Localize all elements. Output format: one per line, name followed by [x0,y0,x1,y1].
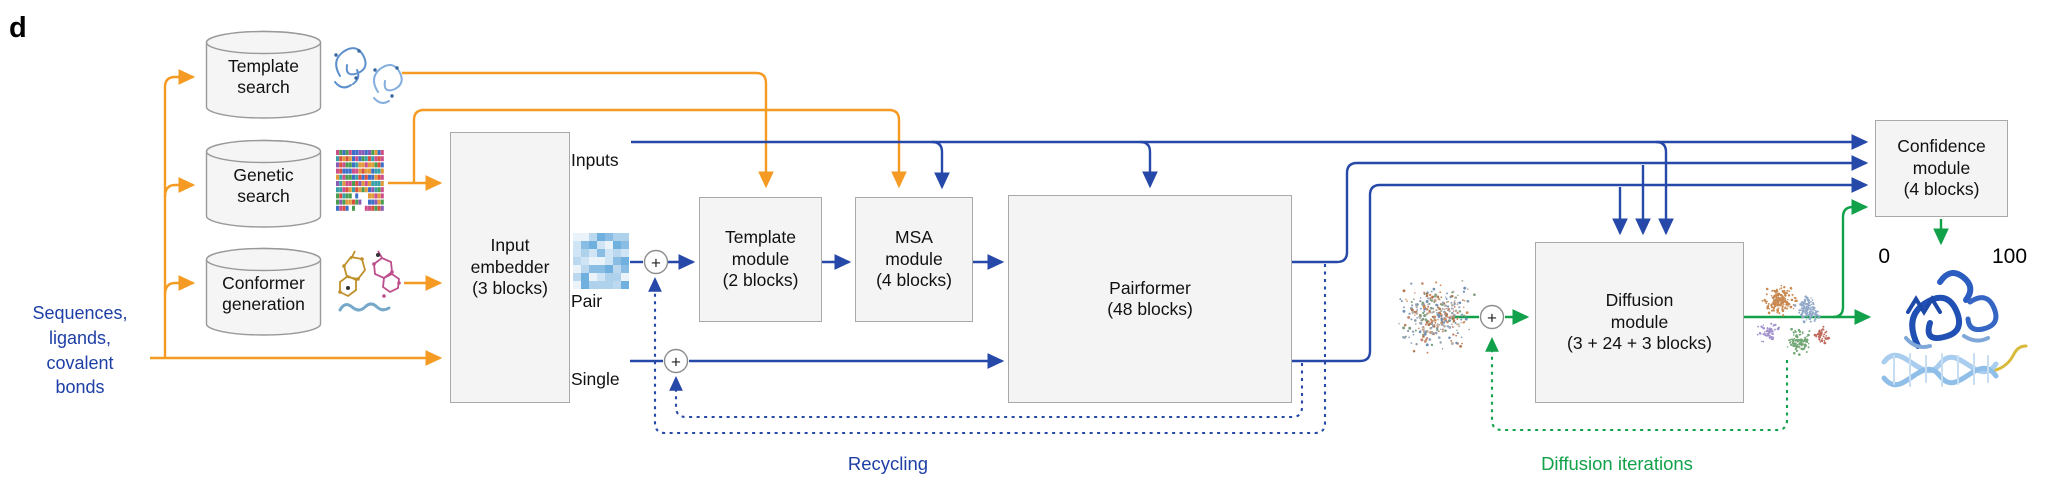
input-sources-label: Sequences, ligands, covalent bonds [32,303,128,398]
arrow-inputs-to-diffusion [1655,140,1674,236]
noisy-coordinates-image [1398,279,1476,354]
confidence-module: Confidence module (4 blocks) [1875,120,2008,217]
conformer-generation-label: Conformer generation [222,273,305,314]
pairformer-module: Pairformer (48 blocks) [1008,195,1292,403]
orange-flow-arrows [150,69,907,366]
arrow-inputs-to-msa-module [931,140,950,190]
arrow-trunk-to-genetic-search [163,177,196,198]
arrow-trunk-to-conformer-generation [163,275,196,296]
arrow-inputs-to-pairformer [1139,140,1158,189]
add-icon: + [643,249,669,275]
merge-icons: + + + [643,249,1505,374]
conformer-molecules-image [338,250,401,312]
add-icon: + [1479,304,1505,330]
blue-flow-arrows [630,134,1869,369]
single-representation-bar [573,355,630,367]
svg-text:+: + [651,254,661,273]
arrow-trunk-to-template-search [163,69,196,358]
conformer-generation-db: Conformer generation [205,247,322,337]
arrow-structure-to-confidence [1832,199,1869,319]
diffusion-module: Diffusion module (3 + 24 + 3 blocks) [1535,242,1744,403]
pair-label: Pair [571,291,603,311]
arrow-templates-to-template-module [402,71,774,189]
template-structures-image [334,47,403,104]
scale-min-label: 0 [1878,245,1890,268]
svg-text:+: + [1487,309,1497,328]
scale-max-label: 100 [1992,245,2028,268]
input-embedder-module: Input embedder (3 blocks) [450,132,570,403]
single-label: Single [571,369,620,389]
predicted-complex-image [1756,284,1830,356]
final-structure-image [1881,270,2028,388]
genetic-search-label: Genetic search [233,165,294,206]
inputs-label: Inputs [571,150,619,170]
cylinder-shape [205,139,322,228]
line-single-out-to-confidence [1292,177,1869,363]
msa-alignment-image [336,150,384,211]
cylinder-shape [205,247,322,336]
green-flow-arrows [1452,199,1949,325]
diffusion-iterations-label: Diffusion iterations [1541,453,1693,474]
arrow-msa-to-msa-module [412,108,907,189]
inputs-embedding-bar [573,137,630,148]
add-icon: + [663,348,689,374]
panel-label: d [9,12,27,44]
pair-representation-heatmap [573,233,629,289]
svg-text:+: + [671,353,681,372]
cylinder-shape [205,30,322,119]
msa-module: MSA module (4 blocks) [855,197,973,322]
recycling-label: Recycling [847,453,929,474]
line-pair-out-to-confidence [1292,155,1869,264]
template-search-db: Template search [205,30,322,120]
template-search-label: Template search [227,56,299,97]
genetic-search-db: Genetic search [205,139,322,229]
template-module: Template module (2 blocks) [699,197,822,322]
